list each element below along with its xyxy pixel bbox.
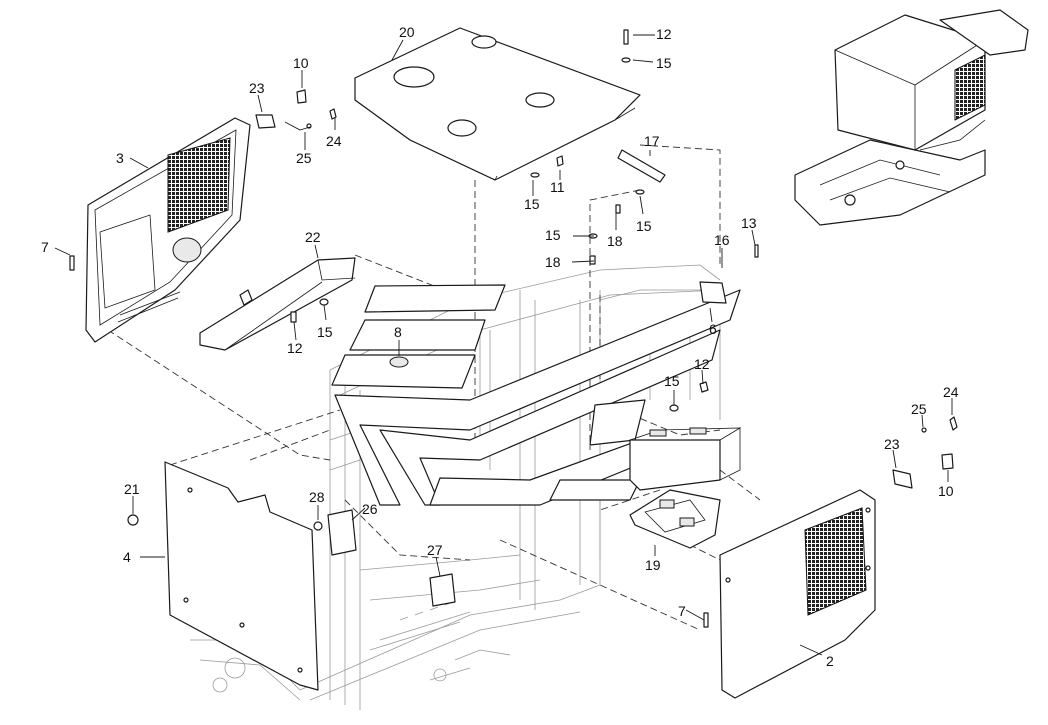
battery bbox=[629, 427, 742, 491]
callout-labels: 20 12 15 10 23 24 25 3 11 15 17 15 15 18… bbox=[41, 24, 959, 669]
callout-3: 3 bbox=[116, 150, 124, 166]
callout-6: 6 bbox=[709, 321, 717, 337]
callout-15: 15 bbox=[664, 373, 680, 389]
callout-15: 15 bbox=[636, 218, 652, 234]
callout-20: 20 bbox=[399, 24, 415, 40]
callout-15: 15 bbox=[317, 324, 333, 340]
top-cover-plate bbox=[354, 27, 641, 181]
callout-23: 23 bbox=[249, 80, 265, 96]
callout-4: 4 bbox=[123, 549, 131, 565]
callout-17: 17 bbox=[644, 133, 660, 149]
callout-15: 15 bbox=[524, 196, 540, 212]
callout-12: 12 bbox=[694, 356, 710, 372]
callout-18: 18 bbox=[545, 254, 561, 270]
assembled-machine-view bbox=[794, 9, 1029, 226]
chassis-frame bbox=[190, 264, 721, 710]
rail-bar bbox=[199, 257, 356, 351]
chevron-brace-assembly bbox=[334, 281, 741, 506]
small-plates bbox=[127, 509, 456, 607]
lower-left-panel bbox=[164, 461, 319, 691]
callout-13: 13 bbox=[741, 215, 757, 231]
callout-21: 21 bbox=[124, 481, 140, 497]
callout-24: 24 bbox=[943, 384, 959, 400]
right-hardware bbox=[892, 416, 958, 489]
callout-25: 25 bbox=[911, 401, 927, 417]
left-side-panel bbox=[85, 117, 251, 343]
callout-24: 24 bbox=[326, 133, 342, 149]
fasteners bbox=[69, 29, 759, 628]
callout-10: 10 bbox=[938, 483, 954, 499]
callout-7: 7 bbox=[678, 603, 686, 619]
callout-25: 25 bbox=[296, 150, 312, 166]
top-left-hardware bbox=[255, 89, 337, 129]
callout-15: 15 bbox=[545, 227, 561, 243]
callout-22: 22 bbox=[305, 229, 321, 245]
callout-12: 12 bbox=[656, 26, 672, 42]
callout-23: 23 bbox=[884, 436, 900, 452]
callout-15: 15 bbox=[656, 55, 672, 71]
leader-lines bbox=[54, 34, 953, 656]
callout-28: 28 bbox=[309, 489, 325, 505]
callout-7: 7 bbox=[41, 239, 49, 255]
callout-18: 18 bbox=[607, 233, 623, 249]
callout-19: 19 bbox=[645, 557, 661, 573]
callout-16: 16 bbox=[714, 232, 730, 248]
battery-tray bbox=[629, 489, 721, 549]
callout-12: 12 bbox=[287, 340, 303, 356]
center-strips bbox=[331, 284, 506, 389]
callout-2: 2 bbox=[826, 653, 834, 669]
right-side-panel bbox=[719, 489, 876, 699]
callout-10: 10 bbox=[293, 55, 309, 71]
callout-26: 26 bbox=[362, 501, 378, 517]
callout-11: 11 bbox=[550, 179, 565, 195]
callout-8: 8 bbox=[394, 324, 402, 340]
callout-27: 27 bbox=[427, 542, 443, 558]
